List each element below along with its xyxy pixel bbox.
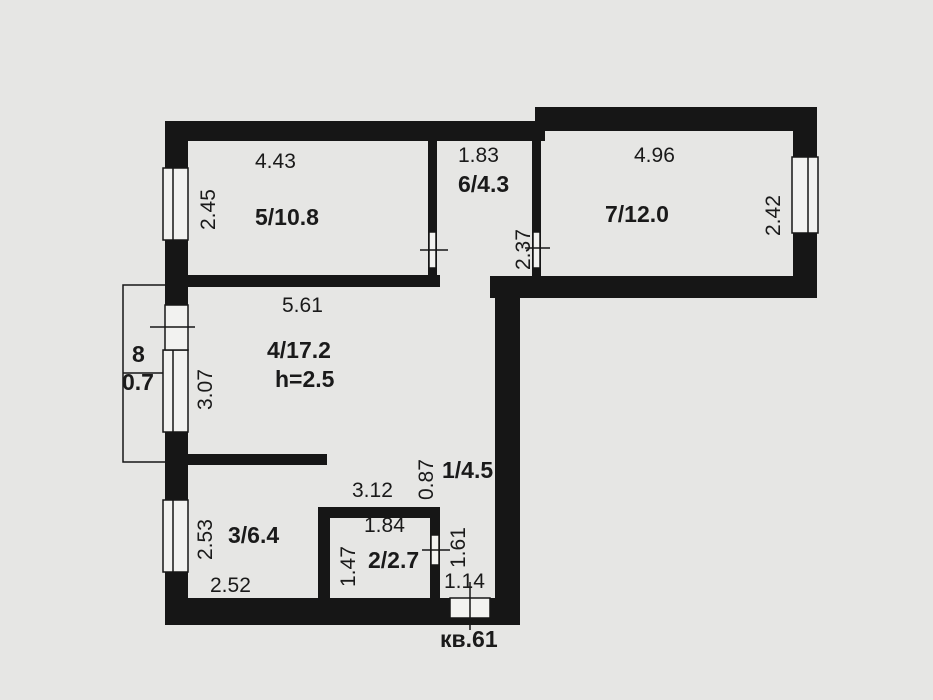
window-room4 [162, 349, 189, 433]
dim-room5-depth: 2.45 [197, 189, 220, 230]
dim-room6-depth: 2.37 [512, 229, 535, 270]
window-room7 [791, 156, 819, 234]
dim-room4-depth: 3.07 [194, 369, 217, 410]
wall-room6-room7 [532, 130, 541, 276]
dim-room3-width: 2.52 [210, 574, 251, 597]
window-room3 [162, 499, 189, 573]
wall-room5-room4 [188, 275, 440, 287]
dim-room4-width: 5.61 [282, 294, 323, 317]
room2-label: 2/2.7 [368, 547, 419, 573]
room8-label-bottom: 0.7 [122, 369, 154, 395]
room1-label: 1/4.5 [442, 457, 493, 483]
dim-room7-depth: 2.42 [762, 195, 785, 236]
room3-label: 3/6.4 [228, 522, 279, 548]
dim-room7-width: 4.96 [634, 144, 675, 167]
room4-label: 4/17.2 [267, 337, 331, 363]
room2-left-wall [318, 507, 330, 600]
room7-label: 7/12.0 [605, 201, 669, 227]
room6-label: 6/4.3 [458, 171, 509, 197]
top-wall-left [165, 121, 545, 141]
dim-room2-depth: 1.47 [337, 546, 360, 587]
wall-room4-room3 [188, 454, 327, 465]
corridor-right-wall [495, 276, 520, 616]
room4-height: h=2.5 [275, 366, 335, 392]
room7-bottom-wall [490, 276, 817, 298]
dim-hall-gap: 0.87 [415, 459, 438, 500]
dim-room1-depth: 1.61 [447, 527, 470, 568]
top-wall-right [535, 107, 817, 131]
wall-room5-room6 [428, 140, 437, 280]
room8-label-top: 8 [132, 341, 145, 367]
dim-room5-width: 4.43 [255, 150, 296, 173]
dim-room2-width: 1.84 [364, 514, 405, 537]
door-room7 [532, 231, 541, 269]
dim-room1-width: 1.14 [444, 570, 485, 593]
window-room5 [162, 167, 189, 241]
room2-top-wall [318, 507, 440, 518]
dim-room6-width: 1.83 [458, 144, 499, 167]
dim-hall-width: 3.12 [352, 479, 393, 502]
room5-label: 5/10.8 [255, 204, 319, 230]
apartment-label: кв.61 [440, 626, 498, 652]
dim-room3-depth: 2.53 [194, 519, 217, 560]
